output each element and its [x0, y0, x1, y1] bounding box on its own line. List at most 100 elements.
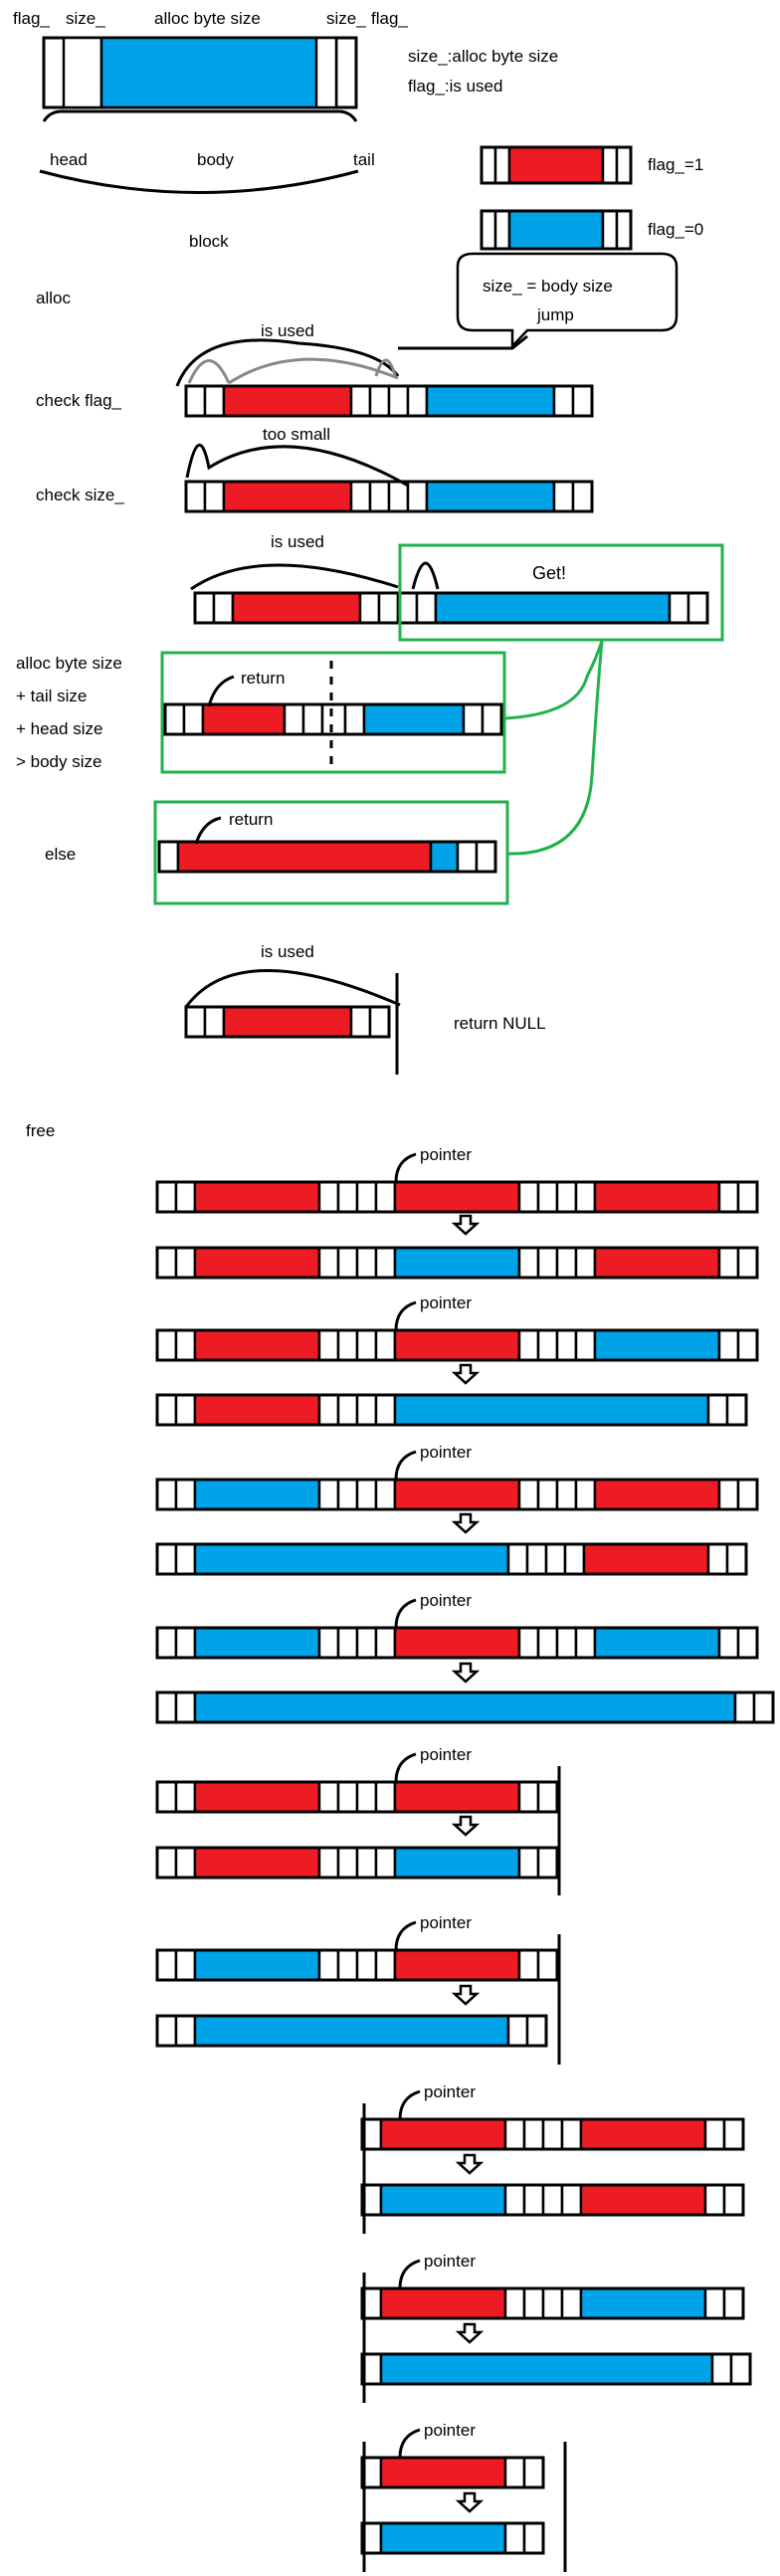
legend-size-right: size_	[326, 9, 366, 28]
free-body	[593, 1328, 721, 1362]
header-cell	[184, 384, 207, 418]
strip-outline	[480, 145, 633, 185]
callout-pointer	[398, 334, 528, 350]
header-cell	[560, 2183, 583, 2217]
header-cell	[752, 1690, 775, 1724]
free-strip-10	[155, 1846, 559, 1880]
header-cell	[480, 145, 497, 185]
header-cell	[733, 1690, 756, 1724]
jump-callout	[456, 252, 679, 350]
free-body	[362, 702, 466, 736]
else-strip	[157, 840, 497, 874]
free-body	[193, 1626, 321, 1660]
free-body	[379, 2183, 507, 2217]
down-arrow-icon	[451, 1214, 481, 1236]
header-cell	[355, 1180, 378, 1214]
legend-flag0: flag_=0	[648, 220, 703, 239]
null-strip	[184, 1005, 391, 1039]
header-cell	[571, 480, 594, 513]
down-arrow-icon	[451, 1363, 481, 1385]
header-cell	[155, 1626, 178, 1660]
header-cell	[374, 1780, 397, 1814]
used-body	[393, 1948, 521, 1982]
used-body	[593, 1246, 721, 1280]
header-cell	[736, 1626, 759, 1660]
header-cell	[349, 480, 372, 513]
free-strip-15	[360, 2286, 745, 2320]
header-cell	[374, 1180, 397, 1214]
header-cell	[525, 2014, 548, 2048]
header-cell	[574, 1626, 597, 1660]
header-cell	[387, 480, 410, 513]
header-cell	[157, 840, 180, 874]
header-cell	[722, 2117, 745, 2151]
used-body	[393, 1626, 521, 1660]
header-cell	[725, 1542, 748, 1576]
header-cell	[517, 1246, 540, 1280]
pointer-hook-4	[394, 1598, 417, 1629]
get-box	[398, 543, 724, 642]
free-body	[434, 591, 672, 625]
header-cell	[525, 1542, 548, 1576]
header-cell	[317, 1328, 340, 1362]
legend-flag1-block	[480, 145, 633, 185]
pointer-label-2: pointer	[420, 1293, 472, 1312]
used-body	[222, 384, 353, 418]
header-cell	[536, 1948, 559, 1982]
header-cell	[717, 1478, 740, 1511]
annotation-lines	[39, 109, 567, 2572]
legend-size-desc: size_:alloc byte size	[408, 47, 558, 66]
header-cell	[317, 1180, 340, 1214]
free-strip-3	[155, 1328, 759, 1362]
legend-body-title: alloc byte size	[154, 9, 261, 28]
used-body	[201, 702, 287, 736]
header-cell	[155, 1542, 178, 1576]
down-arrow-icon	[451, 1512, 481, 1534]
used-body	[393, 1180, 521, 1214]
header-cell	[710, 2352, 733, 2386]
header-cell	[368, 1005, 391, 1039]
header-cell	[358, 591, 381, 625]
header-cell	[349, 384, 372, 418]
header-cell	[317, 1626, 340, 1660]
header-cell	[174, 1393, 197, 1427]
header-cell	[355, 1948, 378, 1982]
check-flag-jump-3	[374, 358, 398, 379]
used-body	[507, 145, 605, 185]
header-cell	[174, 1542, 197, 1576]
free-body	[579, 2286, 707, 2320]
free-strip-7	[155, 1626, 759, 1660]
free-body	[193, 1478, 321, 1511]
free-strip-18	[360, 2521, 545, 2555]
header-cell	[283, 702, 305, 736]
header-cell	[336, 1846, 359, 1880]
header-cell	[374, 1626, 397, 1660]
header-cell	[336, 1180, 359, 1214]
header-cell	[493, 209, 511, 251]
legend-tail: tail	[353, 150, 375, 169]
header-cell	[706, 1542, 729, 1576]
header-cell	[706, 1393, 729, 1427]
header-cell	[722, 2183, 745, 2217]
header-cell	[601, 145, 619, 185]
pointer-label-6: pointer	[420, 1913, 472, 1932]
free-strip-14	[360, 2183, 745, 2217]
header-cell	[301, 702, 324, 736]
header-cell	[387, 384, 410, 418]
header-cell	[355, 1478, 378, 1511]
header-cell	[406, 480, 429, 513]
header-cell	[555, 1478, 578, 1511]
strip-outline	[155, 1328, 759, 1362]
strip-outline	[155, 1626, 759, 1660]
down-arrow-icon	[451, 1815, 481, 1837]
used-body	[379, 2286, 507, 2320]
strip-outline	[157, 840, 497, 874]
return-label-1: return	[241, 669, 285, 688]
null-arc	[184, 969, 401, 1008]
header-cell	[541, 2183, 564, 2217]
legend-flag1: flag_=1	[648, 155, 703, 174]
header-cell	[415, 591, 438, 625]
header-cell	[503, 2456, 526, 2489]
header-cell	[736, 1328, 759, 1362]
pointer-hook-5	[394, 1752, 417, 1783]
